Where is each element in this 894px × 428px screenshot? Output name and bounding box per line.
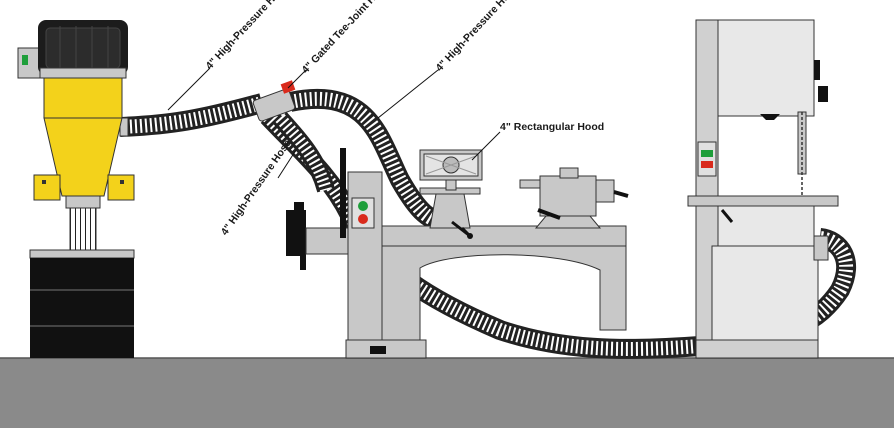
drum-icon (29, 249, 135, 358)
label-group-hose-upper-right: 4" High-Pressure Hose (377, 0, 520, 119)
label-group-hose-lower: 4" High-Pressure Hose (219, 137, 297, 238)
label-group-tee-kit: 4" Gated Tee-Joint Hose Kit (287, 0, 403, 89)
hose-tee-to-shaper (273, 111, 335, 193)
hood-icon (419, 149, 483, 191)
cyclone-collector (17, 20, 135, 253)
label-group-hose-upper-left: 4" High-Pressure Hose (167, 0, 290, 111)
lathe-icon (340, 148, 629, 359)
label-hood: 4" Rectangular Hood (500, 121, 604, 133)
label-hose-lower: 4" High-Pressure Hose (219, 137, 294, 237)
hose-tee-to-bandsaw (260, 109, 856, 359)
hose-tee-to-hood (287, 88, 446, 232)
hose-collector-to-tee (119, 93, 265, 137)
label-tee-kit: 4" Gated Tee-Joint Hose Kit (299, 0, 402, 76)
bandsaw-icon (687, 19, 839, 359)
label-group-hood: 4" Rectangular Hood (471, 121, 604, 161)
collector-motor-icon (38, 20, 128, 79)
label-hose-upper-right: 4" High-Pressure Hose (433, 0, 520, 74)
floor (0, 358, 894, 428)
label-hose-upper-left: 4" High-Pressure Hose (203, 0, 290, 72)
